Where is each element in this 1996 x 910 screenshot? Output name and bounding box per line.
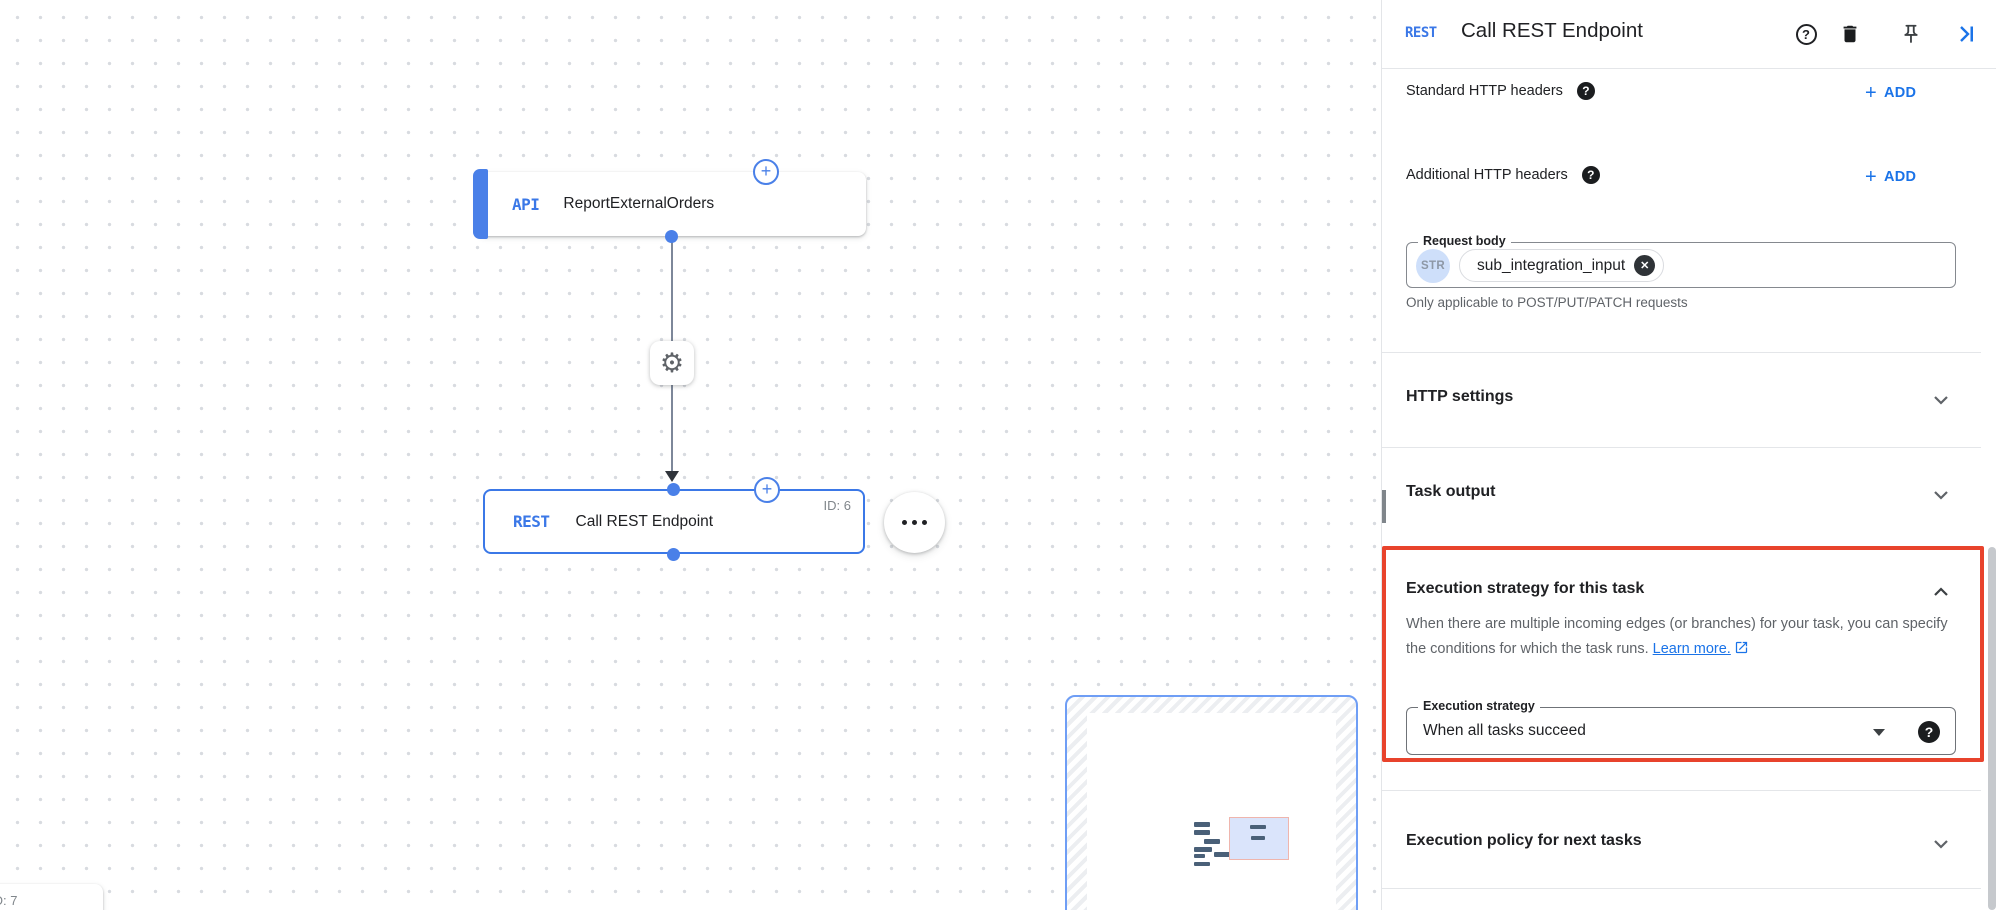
node-call-rest-endpoint[interactable]: ID: 6 REST Call REST Endpoint: [483, 489, 865, 554]
divider: [1382, 790, 1981, 791]
add-additional-header-button[interactable]: + ADD: [1865, 166, 1917, 188]
add-task-icon[interactable]: +: [753, 159, 779, 185]
divider: [1382, 68, 1996, 69]
help-tooltip-icon[interactable]: ?: [1581, 166, 1600, 184]
help-icon: ?: [1795, 23, 1817, 45]
execution-strategy-section: Execution strategy for this task: [1406, 580, 1645, 597]
api-type-label: API: [512, 194, 540, 214]
add-task-icon[interactable]: +: [754, 477, 780, 503]
string-type-badge: STR: [1416, 249, 1450, 283]
learn-more-link[interactable]: Learn more.: [1652, 641, 1731, 657]
divider: [1382, 888, 1981, 889]
canvas-minimap[interactable]: [1065, 695, 1358, 910]
trash-icon: [1843, 25, 1857, 43]
edge-arrowhead-icon: [665, 471, 679, 482]
divider: [1382, 352, 1981, 353]
standard-headers-row: Standard HTTP headers ?: [1406, 82, 1595, 100]
node-report-external-orders[interactable]: API ReportExternalOrders: [473, 169, 866, 239]
execution-strategy-field-label: Execution strategy: [1418, 699, 1540, 713]
more-dots-icon: [901, 519, 908, 526]
gear-icon: ⚙: [659, 347, 685, 379]
plus-icon: +: [761, 479, 773, 499]
http-settings-section: HTTP settings: [1406, 388, 1514, 405]
execution-strategy-description: When there are multiple incoming edges (…: [1406, 612, 1968, 664]
plus-icon: +: [1865, 82, 1877, 104]
panel-scrollbar[interactable]: [1988, 547, 1996, 910]
task-output-expand-button[interactable]: [1929, 483, 1953, 507]
execution-strategy-help-icon[interactable]: ?: [1918, 721, 1940, 743]
highlight-rectangle: [1382, 546, 1984, 762]
plus-icon: +: [760, 161, 772, 181]
panel-title: Call REST Endpoint: [1461, 19, 1643, 42]
minimap-node-bar: [1194, 822, 1210, 827]
execution-policy-section: Execution policy for next tasks: [1406, 832, 1642, 849]
rest-type-label: REST: [1405, 25, 1437, 41]
collapse-panel-button[interactable]: [1953, 21, 1979, 47]
chevron-up-icon: [1934, 587, 1948, 596]
rest-type-label: REST: [513, 512, 550, 531]
request-body-label: Request body: [1418, 234, 1511, 248]
http-settings-expand-button[interactable]: [1929, 388, 1953, 412]
pin-icon: [1904, 24, 1918, 44]
chevron-down-icon: [1934, 396, 1948, 405]
execution-policy-expand-button[interactable]: [1929, 832, 1953, 856]
output-port[interactable]: [665, 230, 678, 243]
divider: [1382, 447, 1981, 448]
scroll-position-indicator: [1382, 490, 1386, 523]
external-link-icon: [1734, 639, 1749, 664]
collapse-right-icon: [1960, 26, 1973, 42]
output-port[interactable]: [667, 548, 680, 561]
request-body-helper: Only applicable to POST/PUT/PATCH reques…: [1406, 295, 1688, 310]
remove-chip-icon[interactable]: ✕: [1634, 255, 1656, 276]
chevron-down-icon: [1934, 491, 1948, 500]
variable-chip[interactable]: sub_integration_input ✕: [1459, 249, 1665, 282]
additional-headers-row: Additional HTTP headers ?: [1406, 166, 1600, 184]
task-id-badge: ID: 6: [823, 498, 851, 513]
chevron-down-icon: [1934, 840, 1948, 849]
execution-strategy-select[interactable]: Execution strategy When all tasks succee…: [1406, 699, 1956, 755]
execution-strategy-value: When all tasks succeed: [1423, 722, 1586, 739]
dropdown-caret-icon[interactable]: [1873, 729, 1885, 736]
minimap-viewport[interactable]: [1229, 817, 1289, 860]
help-button[interactable]: ?: [1793, 21, 1819, 47]
task-output-section: Task output: [1406, 483, 1496, 500]
task-id-badge: ID: 7: [0, 893, 18, 908]
help-tooltip-icon[interactable]: ?: [1576, 82, 1595, 100]
add-standard-header-button[interactable]: + ADD: [1865, 82, 1917, 104]
workflow-canvas[interactable]: API ReportExternalOrders + ⚙ ID: 6 REST …: [0, 0, 1381, 910]
task-config-panel: REST Call REST Endpoint ?: [1381, 0, 1996, 910]
standard-headers-label: Standard HTTP headers: [1406, 83, 1563, 99]
node-title: ReportExternalOrders: [563, 195, 715, 212]
execution-strategy-collapse-button[interactable]: [1929, 580, 1953, 604]
plus-icon: +: [1865, 166, 1877, 188]
node-partial[interactable]: ID: 7: [0, 884, 103, 910]
panel-header: REST Call REST Endpoint ?: [1382, 0, 1996, 68]
node-more-menu-button[interactable]: [884, 492, 945, 553]
trigger-accent-bar: [473, 169, 488, 239]
additional-headers-label: Additional HTTP headers: [1406, 167, 1568, 183]
delete-task-button[interactable]: [1837, 21, 1863, 47]
request-body-field[interactable]: Request body STR sub_integration_input ✕: [1406, 234, 1956, 288]
pin-panel-button[interactable]: [1898, 21, 1924, 47]
node-title: Call REST Endpoint: [575, 512, 714, 530]
edge-config-button[interactable]: ⚙: [650, 341, 694, 385]
input-port[interactable]: [667, 483, 680, 496]
